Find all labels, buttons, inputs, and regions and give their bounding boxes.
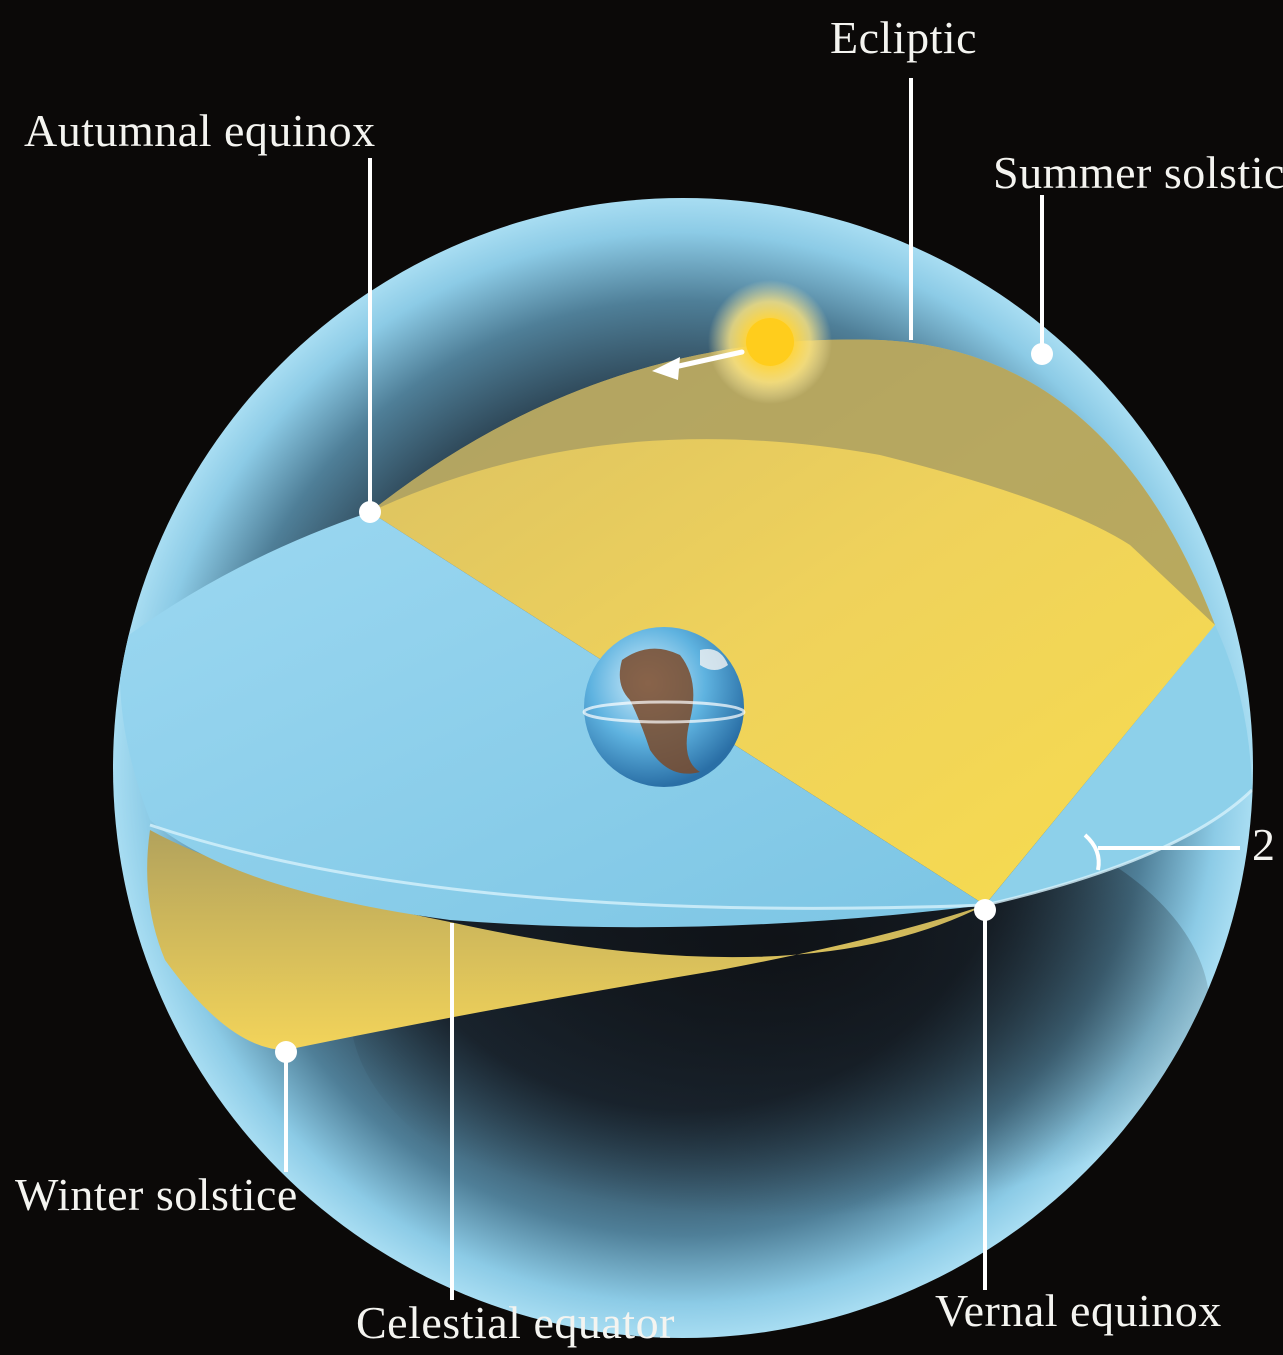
winter-solstice-label: Winter solstice [15, 1169, 298, 1220]
leader-lines [284, 78, 1240, 1300]
sun-icon [708, 280, 832, 404]
ecliptic-plane-lower [147, 830, 986, 1050]
sun-motion-arrow [652, 349, 745, 380]
summer-solstice-label: Summer solstic [993, 147, 1283, 198]
autumnal-equinox-dot [359, 501, 381, 523]
vernal-equinox-dot [974, 899, 996, 921]
winter-solstice-dot [275, 1041, 297, 1063]
ecliptic-label: Ecliptic [830, 12, 978, 63]
angle-label: 2 [1252, 819, 1276, 870]
marker-dots [275, 343, 1053, 1063]
celestial-equator-plane [119, 512, 985, 928]
autumnal-equinox-label: Autumnal equinox [24, 105, 376, 156]
summer-solstice-dot [1031, 343, 1053, 365]
obliquity-angle-arc [1083, 833, 1101, 871]
vernal-equinox-label: Vernal equinox [935, 1285, 1222, 1336]
earth-icon [582, 627, 746, 787]
celestial-equator-label: Celestial equator [356, 1297, 675, 1348]
ecliptic-plane-shade [370, 339, 1215, 625]
